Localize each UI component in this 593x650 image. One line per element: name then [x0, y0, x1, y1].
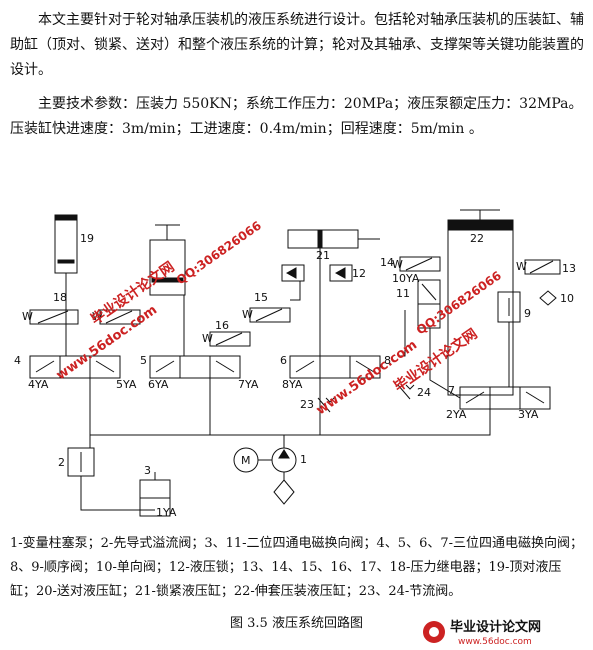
relay-14 — [399, 256, 441, 272]
w-mark: W — [242, 308, 253, 321]
label-7: 7 — [448, 384, 455, 397]
label-13: 13 — [562, 262, 576, 275]
directional-valve-6 — [289, 355, 381, 379]
label-6: 6 — [280, 354, 287, 367]
label-19: 19 — [80, 232, 94, 245]
label-2: 2 — [58, 456, 65, 469]
label-3ya: 3YA — [518, 408, 539, 421]
component-legend: 1-变量柱塞泵；2-先导式溢流阀；3、11-二位四通电磁换向阀；4、5、6、7-… — [10, 536, 584, 599]
logo-name: 毕业设计论文网 — [450, 619, 541, 635]
label-10ya: 10YA — [392, 272, 420, 285]
label-10: 10 — [560, 292, 574, 305]
motor — [233, 447, 272, 473]
label-3: 3 — [144, 464, 151, 477]
watermark-qq: QQ:306826066 — [414, 268, 504, 337]
hydraulic-lock-21 — [281, 264, 305, 282]
w-mark: W — [202, 332, 213, 345]
pipelines — [65, 248, 510, 511]
filter — [273, 479, 295, 505]
hydraulic-circuit-diagram: 19 18 16 15 21 12 14 10YA 11 22 13 10 4 … — [14, 209, 576, 519]
relay-16 — [209, 331, 251, 347]
label-16: 16 — [215, 319, 229, 332]
label-5ya: 5YA — [116, 378, 137, 391]
label-4ya: 4YA — [28, 378, 49, 391]
parameters-paragraph: 主要技术参数：压装力 550KN；系统工作压力：20MPa；液压泵额定压力：32… — [10, 96, 583, 137]
solenoid-valve-3 — [139, 472, 171, 517]
label-12: 12 — [352, 267, 366, 280]
label-5: 5 — [140, 354, 147, 367]
cylinder-22 — [447, 209, 514, 396]
valve-11 — [417, 279, 441, 329]
w-mark: W — [516, 260, 527, 273]
sequence-valve-9 — [497, 291, 521, 323]
relay-15 — [249, 307, 291, 323]
relief-valve-2 — [67, 447, 95, 477]
label-9: 9 — [524, 307, 531, 320]
motor-label: M — [241, 454, 251, 467]
directional-valve-5 — [149, 355, 241, 379]
logo-url: www.56doc.com — [458, 637, 532, 647]
watermark-qq: QQ:306826066 — [174, 218, 264, 287]
label-22: 22 — [470, 232, 484, 245]
cylinder-20 — [149, 224, 186, 296]
label-8ya: 8YA — [282, 378, 303, 391]
directional-valve-4 — [29, 355, 121, 379]
label-7ya: 7YA — [238, 378, 259, 391]
label-11: 11 — [396, 287, 410, 300]
directional-valve-7 — [459, 386, 551, 410]
w-mark: W — [22, 310, 33, 323]
w-mark: W — [392, 258, 403, 271]
component-labels: 19 18 16 15 21 12 14 10YA 11 22 13 10 4 … — [14, 232, 576, 519]
throttle-valve-24 — [397, 384, 415, 400]
label-23: 23 — [300, 398, 314, 411]
label-1: 1 — [300, 453, 307, 466]
label-6ya: 6YA — [148, 378, 169, 391]
label-4: 4 — [14, 354, 21, 367]
figure-caption: 图 3.5 液压系统回路图 — [230, 616, 363, 631]
label-21: 21 — [316, 249, 330, 262]
pump-1 — [271, 447, 297, 473]
w-mark: W — [92, 310, 103, 323]
check-valve-10 — [539, 290, 557, 306]
label-18: 18 — [53, 291, 67, 304]
label-2ya: 2YA — [446, 408, 467, 421]
cylinder-19 — [54, 214, 78, 282]
intro-paragraph: 本文主要针对于轮对轴承压装机的液压系统进行设计。包括轮对轴承压装机的压装缸、辅助… — [10, 12, 584, 78]
cylinder-21 — [287, 229, 380, 249]
label-14: 14 — [380, 256, 394, 269]
label-15: 15 — [254, 291, 268, 304]
label-8: 8 — [384, 354, 391, 367]
site-logo: 毕业设计论文网 www.56doc.com — [423, 619, 541, 647]
label-24: 24 — [417, 386, 431, 399]
relay-17 — [99, 309, 141, 325]
hydraulic-lock-12 — [329, 264, 353, 282]
relay-18 — [29, 309, 79, 325]
relay-13 — [524, 259, 561, 275]
label-1ya: 1YA — [156, 506, 177, 519]
